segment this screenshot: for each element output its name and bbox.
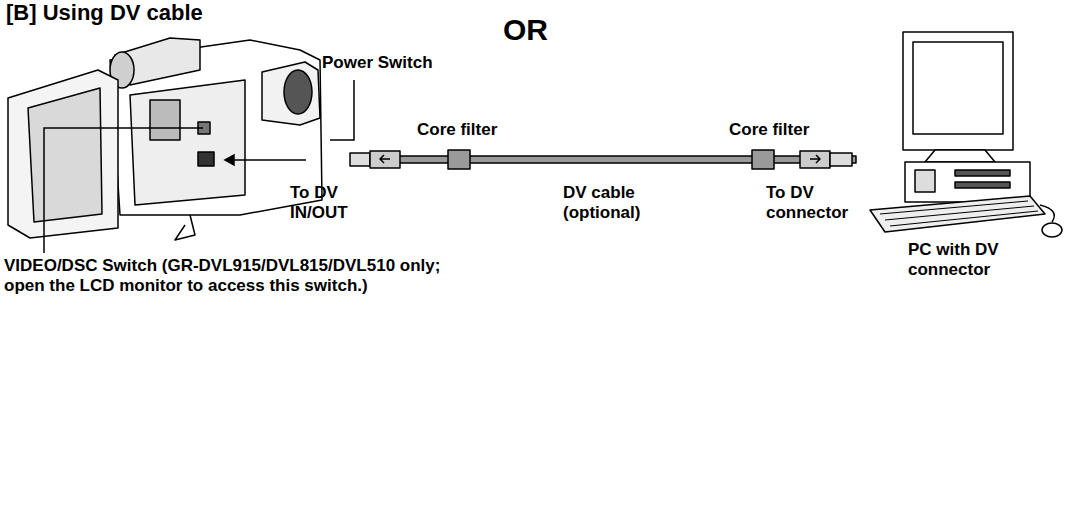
connector-label: To DV connector [766, 183, 866, 224]
plug-body [370, 151, 400, 168]
core-filter [752, 150, 774, 169]
monitor-stand [925, 150, 995, 162]
plug [830, 153, 852, 166]
drive-bay [955, 170, 1010, 176]
monitor [903, 32, 1013, 150]
part-label: Power Switch [322, 53, 433, 73]
pc-case [905, 162, 1030, 202]
plug-body [800, 151, 830, 168]
device-label: PC with DV connector [908, 240, 1028, 281]
leader-line [225, 159, 306, 161]
drive-bay [955, 182, 1010, 188]
eyepiece [284, 70, 312, 114]
plug-arrow [380, 155, 390, 163]
plug-arrow [810, 155, 820, 163]
vent [915, 170, 935, 192]
dv-cable [360, 156, 856, 163]
dv-jack [198, 152, 214, 166]
plug [350, 153, 370, 166]
mouse-cord [1040, 205, 1054, 222]
core-filter [448, 150, 470, 169]
viewfinder [262, 62, 320, 125]
lcd-screen [28, 88, 102, 222]
part-label: Core filter [729, 120, 809, 140]
mouse [1042, 223, 1062, 237]
leader-line [330, 80, 354, 140]
or-marker: OR [503, 12, 548, 48]
connector-label: To DV IN/OUT [290, 183, 365, 224]
switch-note: VIDEO/DSC Switch (GR-DVL915/DVL815/DVL51… [4, 256, 444, 297]
strap [175, 215, 195, 240]
section-title: [B] Using DV cable [6, 0, 203, 26]
side-panel [130, 80, 245, 205]
keys [880, 201, 1038, 226]
lcd-panel [8, 70, 118, 238]
monitor-screen [913, 42, 1003, 134]
cable-label: DV cable (optional) [563, 183, 663, 224]
arrow-head [225, 155, 234, 165]
leader-line [44, 128, 203, 253]
speaker-grille [150, 100, 180, 140]
part-label: Core filter [417, 120, 497, 140]
keyboard [870, 196, 1045, 232]
